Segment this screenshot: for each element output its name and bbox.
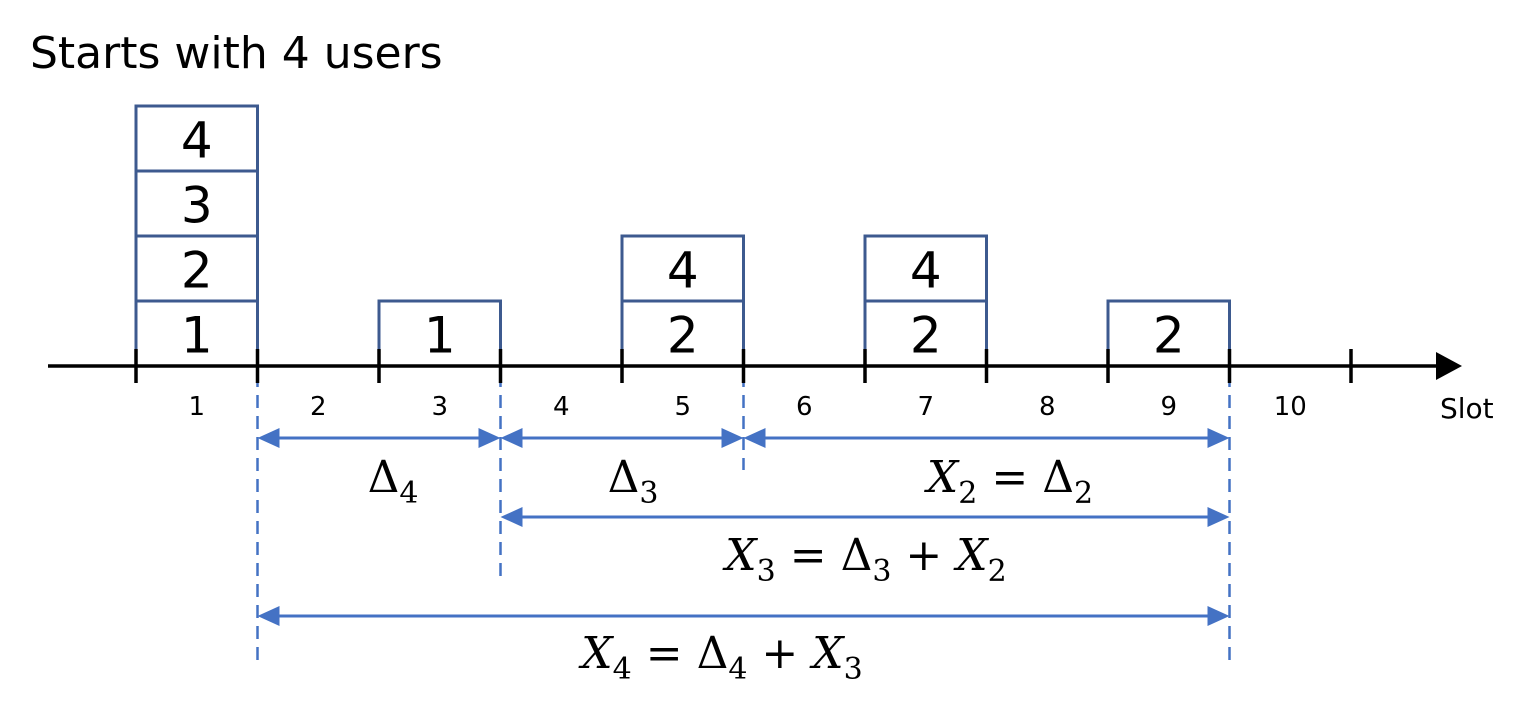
label-part: + — [747, 628, 812, 679]
label-part: 4 — [399, 476, 418, 511]
arrowhead-right — [1207, 606, 1230, 626]
label-part: Δ — [608, 452, 640, 503]
axis-arrowhead — [1436, 352, 1462, 380]
arrowhead-left — [743, 428, 766, 448]
label-part: 2 — [958, 476, 977, 511]
label-part: X — [809, 628, 845, 679]
arrowhead-left — [257, 428, 280, 448]
boundary-dashes — [256, 374, 1231, 668]
label-part: 3 — [872, 554, 891, 589]
label-part: = — [632, 628, 697, 679]
user-box — [134, 234, 259, 303]
label-part: 3 — [844, 652, 863, 687]
slot-number: 2 — [310, 392, 327, 422]
slot-number: 4 — [553, 392, 570, 422]
slot-ticks — [134, 349, 1353, 383]
user-box — [620, 234, 745, 303]
user-number: 2 — [181, 242, 213, 300]
slot-number: 3 — [431, 392, 448, 422]
user-number: 4 — [910, 242, 942, 300]
arrowhead-right — [721, 428, 744, 448]
label-part: Δ — [1042, 452, 1074, 503]
slot-number: 7 — [917, 392, 934, 422]
arrowhead-left — [257, 606, 280, 626]
label-part: X — [578, 628, 614, 679]
label-part: 4 — [613, 652, 632, 687]
arrowhead-right — [478, 428, 501, 448]
label-part: Δ — [697, 628, 729, 679]
slot-number: 10 — [1274, 392, 1307, 422]
label-part: 4 — [728, 652, 747, 687]
label-part: X — [924, 452, 960, 503]
label-part: = — [776, 530, 841, 581]
label-part: 3 — [757, 554, 776, 589]
label-part: 3 — [639, 476, 658, 511]
user-box — [377, 299, 502, 368]
interval-arrows — [257, 428, 1230, 626]
slot-number: 1 — [188, 392, 205, 422]
user-box — [620, 299, 745, 368]
arrowhead-right — [1207, 507, 1230, 527]
label-part: + — [891, 530, 956, 581]
user-number: 2 — [910, 307, 942, 365]
arrowhead-right — [1207, 428, 1230, 448]
label-part: 2 — [1074, 476, 1093, 511]
label-part: Δ — [368, 452, 400, 503]
interval-label: Δ3 — [608, 452, 659, 511]
slot-number: 8 — [1039, 392, 1056, 422]
user-number: 3 — [181, 177, 213, 235]
axis-label: Slot — [1440, 392, 1494, 425]
label-part: Δ — [841, 530, 873, 581]
user-box — [1106, 299, 1231, 368]
arrowhead-left — [500, 428, 523, 448]
user-number: 4 — [181, 112, 213, 170]
user-number: 1 — [424, 307, 456, 365]
label-part: X — [722, 530, 758, 581]
label-part: X — [953, 530, 989, 581]
slot-number: 5 — [674, 392, 691, 422]
user-box — [134, 299, 259, 368]
interval-label: X3 = Δ3 + X2 — [722, 530, 1006, 589]
interval-label: Δ4 — [368, 452, 419, 511]
label-part: 2 — [988, 554, 1007, 589]
interval-label: X4 = Δ4 + X3 — [578, 628, 862, 687]
user-number: 1 — [181, 307, 213, 365]
arrowhead-left — [500, 507, 523, 527]
user-number: 2 — [667, 307, 699, 365]
slot-number: 9 — [1160, 392, 1177, 422]
user-stacks: 1 2 3 4 1 2 4 2 4 2 — [134, 104, 1231, 368]
label-part: = — [977, 452, 1042, 503]
slot-number: 6 — [796, 392, 813, 422]
user-number: 2 — [1153, 307, 1185, 365]
diagram-title: Starts with 4 users — [30, 28, 443, 79]
user-box — [134, 169, 259, 238]
user-box — [134, 104, 259, 173]
slot-labels: 1 2 3 4 5 6 7 8 9 10 — [188, 392, 1306, 422]
user-number: 4 — [667, 242, 699, 300]
user-box — [863, 234, 988, 303]
interval-label: X2 = Δ2 — [924, 452, 1093, 511]
